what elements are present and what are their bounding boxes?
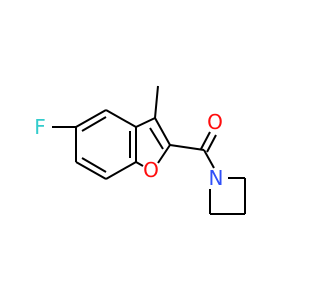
bond-methyl [154, 85, 159, 119]
bond-benzene-5-inner [81, 157, 107, 173]
bond-c-o-double-1 [200, 131, 211, 150]
ring-oxygen-label: O [143, 158, 159, 182]
bond-c-o-double-2 [206, 134, 217, 153]
bond-c3a-c3 [135, 117, 156, 128]
bond-carbonyl-n [203, 149, 215, 169]
bond-c3-c2-inner [149, 127, 164, 150]
bond-benzene-4 [105, 161, 137, 180]
bond-o-c7a [135, 161, 144, 167]
bond-c2-o [157, 144, 171, 164]
carbonyl-oxygen-label: O [207, 110, 223, 134]
bond-benzene-1-inner [81, 116, 107, 132]
bond-c3-c2 [154, 117, 171, 146]
molecule-drawing: F O O N [34, 85, 246, 215]
bond-c2-carbonyl [169, 144, 205, 151]
nitrogen-label: N [209, 166, 224, 190]
bond-benzene-5 [75, 161, 107, 180]
structure-canvas: F O O N [34, 85, 246, 215]
fluorine-label: F [34, 115, 46, 139]
bond-benzene-1 [75, 109, 107, 128]
bond-benzene-2 [105, 109, 137, 128]
